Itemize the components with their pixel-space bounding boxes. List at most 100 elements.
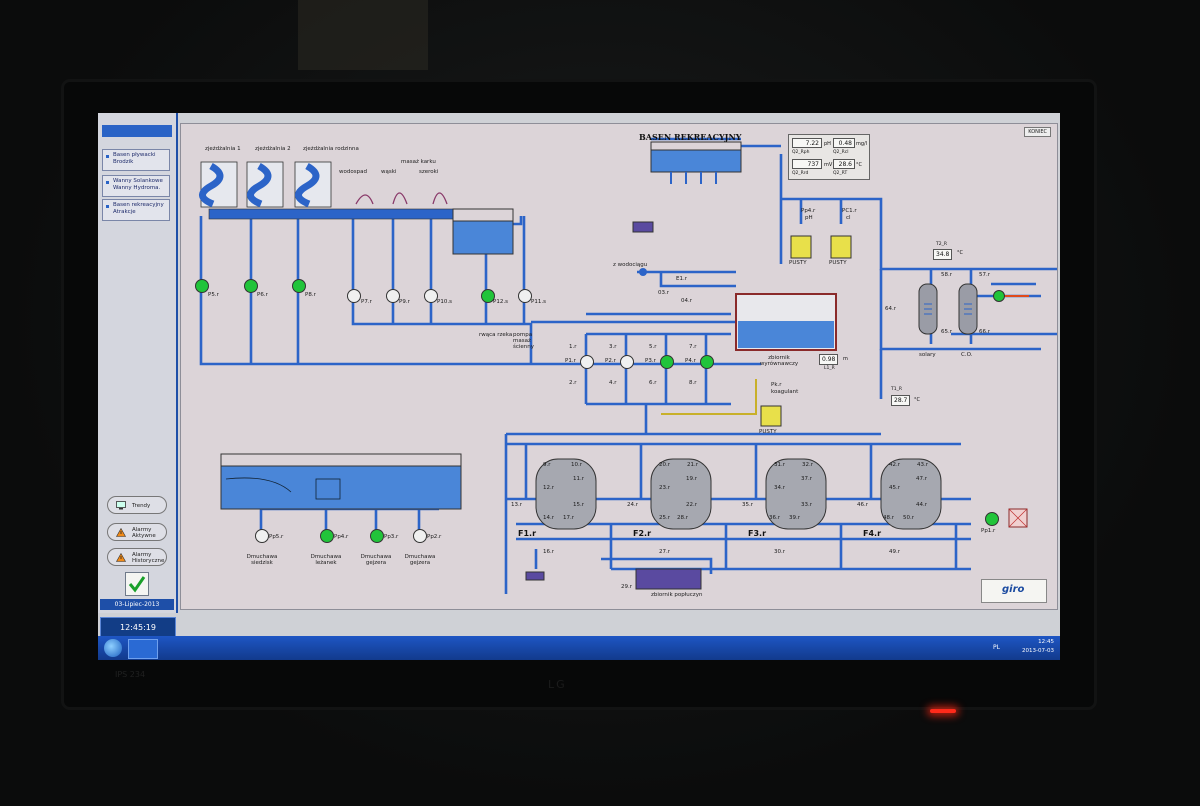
valve-27-label: 27.r	[659, 549, 671, 555]
valve-11-label: 11.r	[573, 476, 585, 482]
szeroki-label: szeroki	[419, 169, 439, 175]
pump-p8[interactable]	[292, 279, 306, 293]
valve-20-label: 20.r	[659, 462, 671, 468]
cl-value: 0.48	[833, 138, 855, 148]
valve-29-label: 29.r	[621, 584, 633, 590]
ph-canister-label: PUSTY	[789, 260, 807, 266]
valve-3-label: 3.r	[609, 344, 617, 350]
p7-label: P7.r	[361, 299, 372, 305]
nav-basen-plywacki[interactable]: Basen pływacki Brodzik	[102, 149, 170, 171]
blower-siedzisk-label: Dmuchawa siedzisk	[246, 554, 278, 566]
p11-label: P11.s	[531, 299, 546, 305]
pp1-label: Pp1.r	[981, 528, 996, 534]
pump-p12[interactable]	[481, 289, 495, 303]
water-quality-readings: 7.22 pH 0.48 mg/l Q2_Rph Q2_Rcl 737 mV 2…	[788, 134, 870, 180]
pump-filter-p1[interactable]	[580, 355, 594, 369]
pump-blower-pp5[interactable]	[255, 529, 269, 543]
valve-15-label: 15.r	[573, 502, 585, 508]
pump-filter-p3[interactable]	[660, 355, 674, 369]
filter-f4-label: F4.r	[863, 529, 882, 538]
backwash-tank-label: zbiornik popłuczyn	[651, 592, 703, 598]
valve-66-label: 66.r	[979, 329, 991, 335]
trendy-button[interactable]: Trendy	[107, 496, 167, 514]
cl-dosing-label: cl	[846, 215, 851, 221]
supply-valve-icon	[639, 268, 647, 276]
pump-p11[interactable]	[518, 289, 532, 303]
pump-p5[interactable]	[195, 279, 209, 293]
cl-canister-label: PUSTY	[829, 260, 847, 266]
valve-10-label: 10.r	[571, 462, 583, 468]
nav-wanny-solankowe[interactable]: Wanny Solankowe Wanny Hydroma.	[102, 175, 170, 197]
pump-p6[interactable]	[244, 279, 258, 293]
taskbar-app-button[interactable]	[128, 639, 158, 659]
pump-heat[interactable]	[993, 290, 1005, 302]
valve-36-label: 36.r	[769, 515, 781, 521]
valve-30-label: 30.r	[774, 549, 786, 555]
redox-tag: Q2_Rrd	[792, 171, 809, 176]
synoptic-view: KONIEC	[180, 123, 1058, 610]
valve-46-label: 46.r	[857, 502, 869, 508]
valve-7-label: 7.r	[689, 344, 697, 350]
clock-display: 12:45:19	[100, 617, 176, 637]
t2-tag: T2_R	[936, 242, 947, 247]
pump-p10[interactable]	[424, 289, 438, 303]
tray-clock[interactable]: 12:45 2013-07-03	[1022, 638, 1054, 656]
valve-04-label: 04.r	[681, 298, 693, 304]
pump-p7[interactable]	[347, 289, 361, 303]
temp-unit: °C	[856, 162, 862, 168]
ph-pump-label: Pp4.r	[801, 208, 816, 214]
valve-43-label: 43.r	[917, 462, 929, 468]
p8-label: P8.r	[305, 292, 316, 298]
filter-f3-label: F3.r	[748, 529, 767, 538]
heat-exchangers	[918, 283, 978, 335]
masaz-karku-label: masaż karku	[401, 159, 436, 165]
valve-25-label: 25.r	[659, 515, 671, 521]
valve-13-label: 13.r	[511, 502, 523, 508]
warning-icon	[116, 528, 126, 537]
tank-label: zbiornik wyrównawczy	[759, 355, 799, 367]
valve-49-label: 49.r	[889, 549, 901, 555]
koag-canister-label: PUSTY	[759, 429, 777, 435]
pump-blower-pp3[interactable]	[370, 529, 384, 543]
blower-lezanek-label: Dmuchawa leżanek	[310, 554, 342, 566]
valve-42-label: 42.r	[889, 462, 901, 468]
hatch-pattern	[1008, 508, 1028, 528]
valve-39-label: 39.r	[789, 515, 801, 521]
level-value: 0.98	[819, 354, 839, 365]
start-button[interactable]	[104, 639, 122, 657]
monitor-icon	[116, 501, 126, 510]
valve-48-label: 48.r	[883, 515, 895, 521]
solary-label: solary	[919, 352, 936, 358]
p5-label: P5.r	[208, 292, 219, 298]
alarmy-aktywne-button[interactable]: Alarmy Aktywne	[107, 523, 167, 541]
alarmy-historyczne-button[interactable]: Alarmy Historyczne	[107, 548, 167, 566]
t1-unit: °C	[914, 397, 920, 403]
valve-16-label: 16.r	[543, 549, 555, 555]
blower-gejzera-label: Dmuchawa gejzera	[360, 554, 392, 566]
pump-p9[interactable]	[386, 289, 400, 303]
temp-tag: Q2_RT	[833, 171, 848, 176]
pump-pp1[interactable]	[985, 512, 999, 526]
taskbar: PL 12:45 2013-07-03	[98, 636, 1060, 660]
tray-date: 2013-07-03	[1022, 648, 1054, 654]
valve-57-label: 57.r	[979, 272, 991, 278]
valve-19-label: 19.r	[686, 476, 698, 482]
acknowledge-button[interactable]	[125, 572, 149, 596]
valve-33-label: 33.r	[801, 502, 813, 508]
koniec-button[interactable]: KONIEC	[1024, 127, 1051, 137]
equalization-tank	[735, 293, 837, 351]
valve-28-label: 28.r	[677, 515, 689, 521]
valve-14-label: 14.r	[543, 515, 555, 521]
tray-language[interactable]: PL	[993, 644, 1000, 651]
ph-tag: Q2_Rph	[792, 150, 810, 155]
nav-basen-rekreacyjny[interactable]: Basen rekreacyjny Atrakcje	[102, 199, 170, 221]
process-diagram	[199, 137, 1057, 594]
pump-filter-p4[interactable]	[700, 355, 714, 369]
pump-filter-p2[interactable]	[620, 355, 634, 369]
date-display: 03-Lipiec-2013	[100, 599, 174, 610]
filter-pump-p1-label: P1.r	[565, 358, 576, 364]
valve-1-label: 1.r	[569, 344, 577, 350]
pump-blower-pp4[interactable]	[320, 529, 334, 543]
t1-tag: T1_R	[891, 387, 902, 392]
pump-blower-pp2[interactable]	[413, 529, 427, 543]
